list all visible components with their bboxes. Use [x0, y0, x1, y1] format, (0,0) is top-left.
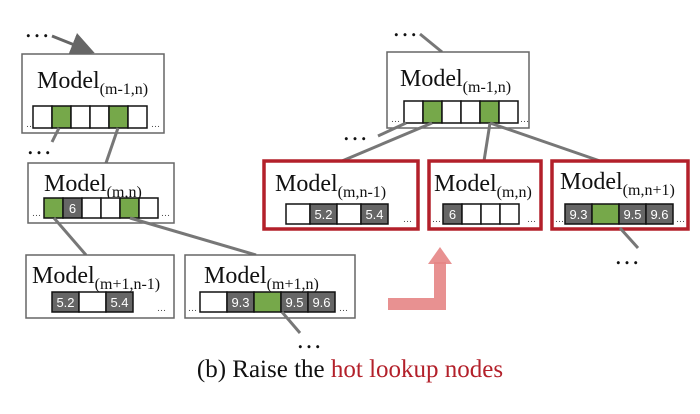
node-subscript: (m,n) — [107, 184, 142, 201]
right-top-ellipsis: … — [392, 13, 418, 42]
svg-text:…: … — [32, 208, 41, 218]
svg-text:…: … — [157, 303, 166, 313]
hot-node-m-n1: Model(m,n+1) … 9.3 9.5 9.6 … — [550, 159, 690, 231]
node-label: Model — [434, 171, 497, 197]
svg-text:…: … — [527, 214, 536, 224]
edge — [419, 32, 443, 54]
caption-highlight: hot lookup nodes — [330, 356, 504, 383]
cell-value: 5.2 — [56, 295, 74, 310]
svg-text:Model(m,n+1): Model(m,n+1) — [560, 169, 675, 199]
node-label: Model — [400, 66, 463, 92]
node-m-1-n-right: Model(m-1,n) … … — [386, 51, 530, 129]
node-subscript: (m+1,n) — [267, 276, 319, 293]
node-subscript: (m,n+1) — [623, 182, 675, 199]
edge — [489, 121, 601, 163]
node-label: Model — [560, 169, 623, 195]
svg-text:…: … — [403, 214, 412, 224]
cell-value: 9.6 — [650, 207, 668, 222]
cell-value: 5.2 — [314, 207, 332, 222]
svg-text:…: … — [339, 303, 348, 313]
edge — [341, 121, 433, 163]
figure-caption: (b) Raise the hot lookup nodes — [0, 356, 700, 384]
cell-value: 6 — [449, 207, 456, 222]
svg-text:Model(m-1,n): Model(m-1,n) — [37, 68, 148, 98]
svg-text:Model(m+1,n): Model(m+1,n) — [204, 263, 319, 293]
node-label: Model — [275, 171, 338, 197]
edge — [377, 121, 407, 138]
edge — [482, 122, 492, 162]
svg-text:…: … — [161, 208, 170, 218]
cell-value: 9.3 — [569, 207, 587, 222]
cell-value: 9.3 — [231, 295, 249, 310]
svg-text:…: … — [432, 214, 441, 224]
left-bottom-ellipsis: … — [296, 325, 322, 354]
node-subscript: (m-1,n) — [100, 81, 148, 98]
svg-text:…: … — [391, 114, 400, 124]
cell-value: 9.5 — [285, 295, 303, 310]
node-label: Model — [32, 263, 95, 289]
cell-value: 5.4 — [110, 295, 128, 310]
hot-node-m-n: Model(m,n) … 6 … — [427, 159, 543, 231]
node-subscript: (m-1,n) — [463, 79, 511, 96]
node-subscript: (m,n) — [497, 184, 532, 201]
node-m1-n-1-left: Model(m+1,n-1) 5.2 5.4 … — [25, 254, 175, 319]
caption-prefix: (b) Raise the — [196, 356, 331, 383]
cell-value: 6 — [69, 201, 76, 216]
left-child-ellipsis: … — [26, 131, 52, 160]
node-label: Model — [44, 171, 107, 197]
node-m-1-n-left: Model(m-1,n) … … — [21, 53, 165, 134]
incoming-edge — [51, 33, 95, 56]
node-subscript: (m+1,n-1) — [95, 276, 160, 293]
svg-text:…: … — [676, 214, 685, 224]
cell-value: 5.4 — [365, 207, 383, 222]
edge — [618, 226, 640, 250]
node-subscript: (m,n-1) — [338, 184, 386, 201]
svg-text:…: … — [188, 303, 197, 313]
right-root-ellipsis: … — [342, 117, 368, 146]
edge — [104, 127, 120, 164]
node-label: Model — [37, 68, 100, 94]
node-label: Model — [204, 263, 267, 289]
transition-arrow — [388, 247, 452, 310]
edge — [52, 217, 88, 256]
svg-text:Model(m-1,n): Model(m-1,n) — [400, 66, 511, 96]
hot-node-m-n-1: Model(m,n-1) 5.2 5.4 … — [262, 159, 420, 231]
edge — [50, 127, 61, 143]
svg-text:…: … — [26, 119, 35, 129]
node-m-n-left: Model(m,n) … 6 … — [27, 162, 175, 224]
edge — [129, 216, 257, 257]
top-ellipsis: … — [24, 14, 50, 43]
edge — [280, 311, 302, 334]
svg-text:…: … — [555, 214, 564, 224]
cell-value: 9.6 — [312, 295, 330, 310]
right-bottom-ellipsis: … — [614, 241, 640, 270]
svg-text:Model(m,n): Model(m,n) — [434, 171, 532, 201]
cell-value: 9.5 — [623, 207, 641, 222]
svg-text:Model(m+1,n-1): Model(m+1,n-1) — [32, 263, 160, 293]
svg-text:…: … — [151, 119, 160, 129]
node-m1-n-left: Model(m+1,n) … 9.3 9.5 9.6 … — [184, 254, 356, 319]
svg-text:Model(m,n-1): Model(m,n-1) — [275, 171, 386, 201]
svg-text:Model(m,n): Model(m,n) — [44, 171, 142, 201]
svg-text:…: … — [520, 114, 529, 124]
